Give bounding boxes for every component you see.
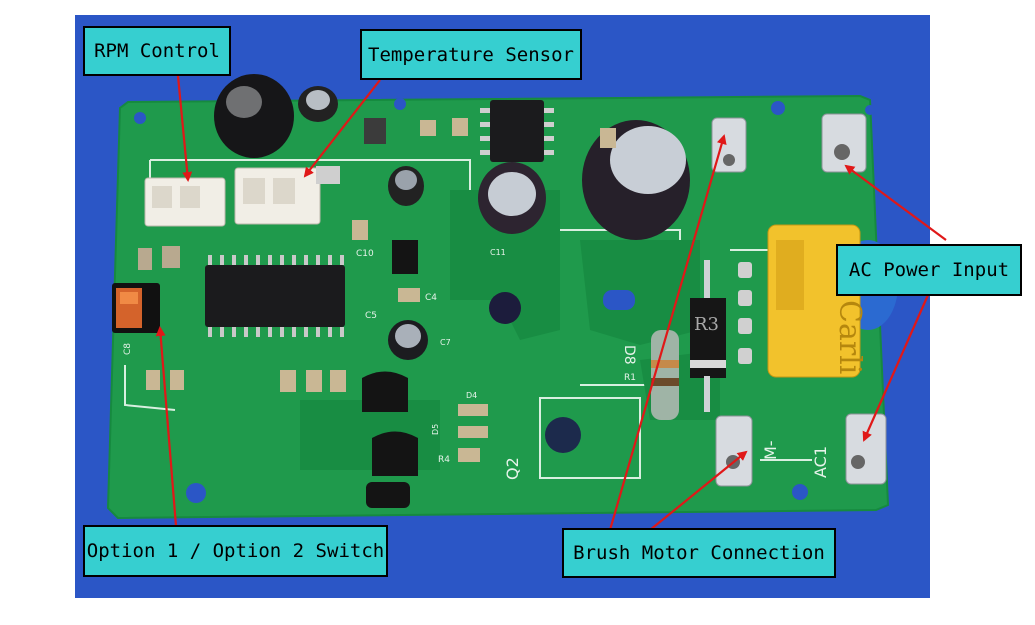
arrow-brush-motor-top bbox=[608, 134, 727, 531]
integrated-circuits bbox=[205, 100, 554, 337]
label-m-minus: M- bbox=[761, 440, 780, 460]
label-c7: C7 bbox=[440, 338, 451, 347]
label-c8: C8 bbox=[123, 343, 133, 355]
white-connectors bbox=[144, 166, 340, 227]
callout-rpm-control: RPM Control bbox=[83, 26, 231, 76]
callout-ac-power-input: AC Power Input bbox=[836, 244, 1022, 296]
label-d8: D8 bbox=[621, 345, 637, 365]
label-d4: D4 bbox=[466, 391, 477, 400]
label-c5: C5 bbox=[365, 311, 377, 321]
arrow-ac-power-bottom bbox=[862, 294, 930, 442]
diode bbox=[690, 260, 726, 412]
callout-option-switch-text: Option 1 / Option 2 Switch bbox=[86, 540, 385, 562]
smd-components bbox=[138, 118, 616, 462]
label-d5: D5 bbox=[431, 424, 440, 435]
callout-option-switch: Option 1 / Option 2 Switch bbox=[83, 525, 388, 577]
electrolytic-capacitors bbox=[214, 74, 690, 360]
label-q2: Q2 bbox=[503, 457, 522, 480]
callout-rpm-control-text: RPM Control bbox=[94, 40, 220, 62]
callout-brush-motor-connection-text: Brush Motor Connection bbox=[573, 542, 825, 564]
arrow-temperature-sensor bbox=[303, 79, 381, 178]
callout-ac-power-input-text: AC Power Input bbox=[848, 259, 1010, 281]
spade-terminals bbox=[711, 113, 887, 487]
label-c11: C11 bbox=[490, 248, 506, 257]
label-c10: C10 bbox=[356, 249, 374, 259]
arrow-rpm-control bbox=[176, 75, 193, 182]
label-r1: R1 bbox=[624, 373, 636, 383]
label-c4: C4 bbox=[425, 293, 437, 303]
option-switch bbox=[112, 283, 160, 333]
label-ac1: AC1 bbox=[811, 446, 830, 478]
label-r4: R4 bbox=[438, 455, 450, 465]
mounting-holes bbox=[134, 98, 875, 503]
capacitor-brand-text: Carli bbox=[832, 300, 867, 374]
resistor bbox=[651, 330, 679, 420]
board-labels: D8 Q2 M- AC1 R1 R4 C5 C4 C10 C11 C7 C8 D… bbox=[123, 248, 830, 480]
callout-temperature-sensor-text: Temperature Sensor bbox=[368, 43, 574, 66]
callout-temperature-sensor: Temperature Sensor bbox=[360, 29, 582, 80]
transistors bbox=[362, 240, 418, 508]
diode-marking: R3 bbox=[694, 314, 719, 335]
arrow-brush-motor-bottom bbox=[649, 450, 748, 531]
arrow-ac-power-top bbox=[844, 164, 947, 241]
callout-arrows bbox=[155, 75, 947, 531]
arrow-option-switch bbox=[155, 326, 178, 527]
callout-brush-motor-connection: Brush Motor Connection bbox=[562, 528, 836, 578]
